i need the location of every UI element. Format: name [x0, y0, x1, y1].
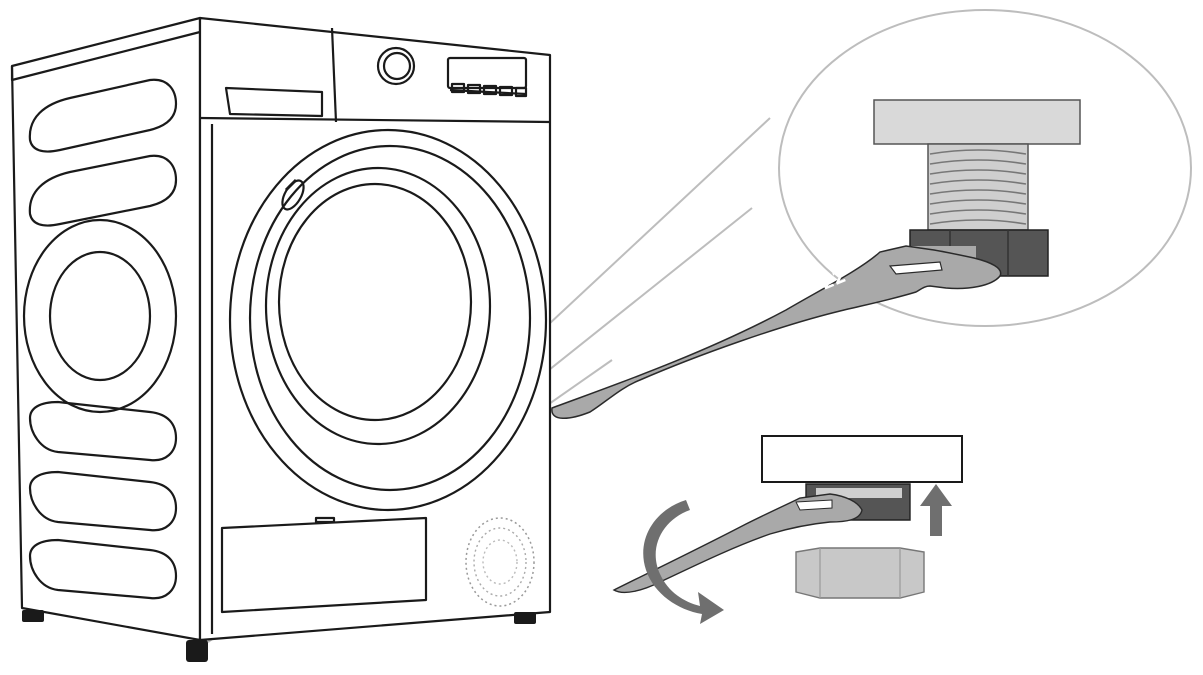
side-panel-rings	[22, 218, 178, 414]
door-handle	[281, 179, 305, 211]
adjustment-detail	[612, 435, 963, 624]
up-arrow-icon	[920, 484, 952, 536]
small-plate	[761, 435, 963, 483]
side-vents	[28, 78, 178, 600]
water-drawer	[224, 86, 324, 118]
dryer-feet	[22, 610, 536, 662]
small-wrench	[612, 493, 863, 594]
foot-cup	[795, 547, 925, 599]
filter-flap	[220, 516, 428, 614]
curved-arrow-icon	[643, 500, 724, 624]
zoom-detail: 22	[551, 9, 1192, 419]
detail-wrench	[551, 245, 1002, 419]
program-knob	[376, 46, 416, 86]
vent-grille	[465, 517, 535, 607]
dryer-door	[228, 128, 548, 512]
control-buttons	[450, 82, 528, 98]
dryer-machine	[10, 16, 552, 662]
detail-plate	[873, 99, 1081, 145]
detail-thread	[927, 143, 1029, 231]
control-display	[446, 56, 528, 90]
